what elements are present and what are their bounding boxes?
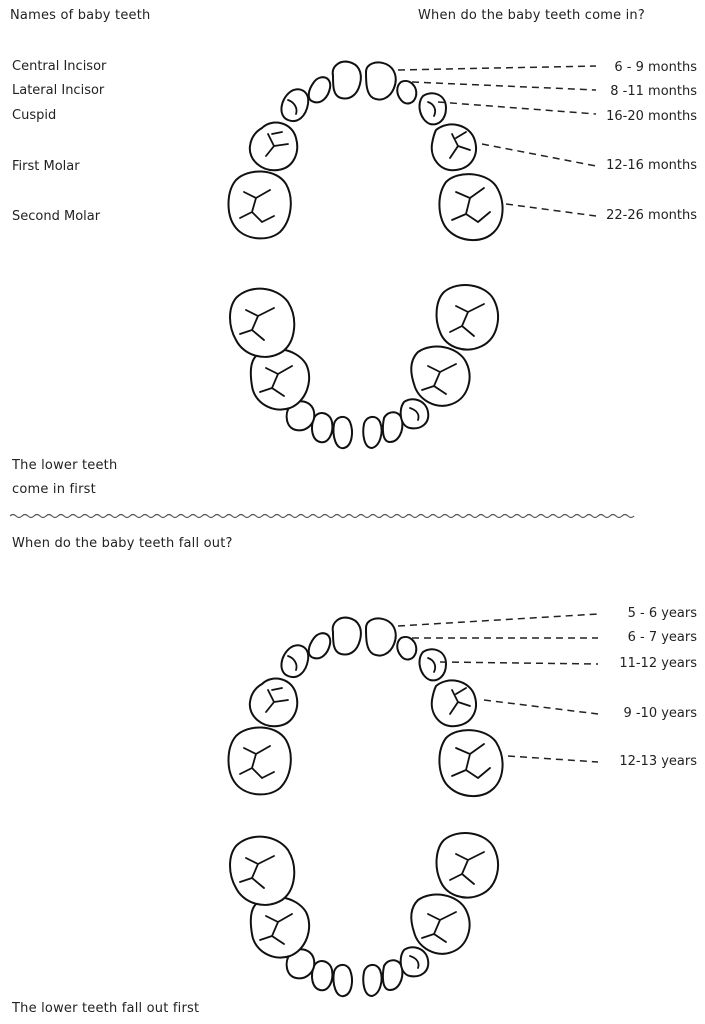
shedding-leader-lines xyxy=(398,614,598,762)
upper-arch-shedding xyxy=(229,618,503,796)
lower-arch-shedding xyxy=(230,833,498,996)
section-divider xyxy=(10,515,634,518)
upper-arch-eruption xyxy=(229,62,503,240)
lower-arch-eruption xyxy=(230,285,498,448)
